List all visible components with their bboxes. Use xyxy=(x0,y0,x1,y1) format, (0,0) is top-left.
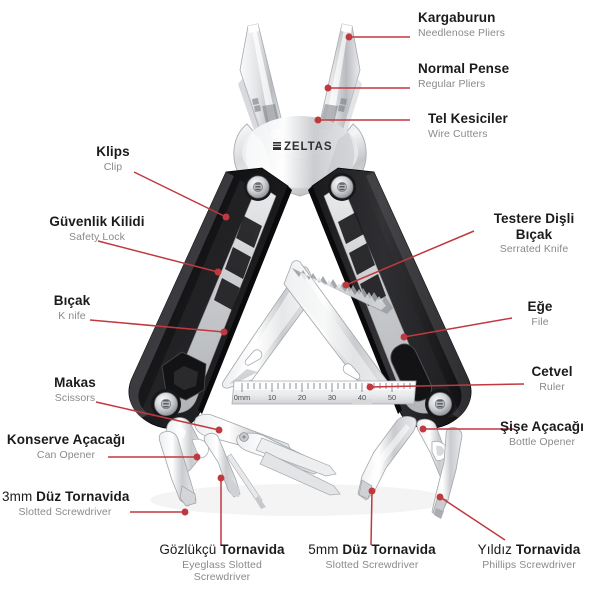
callout-title: Bıçak xyxy=(53,293,91,308)
callout-title-light: Gözlükçü xyxy=(159,542,217,557)
callout-ruler: Cetvel Ruler xyxy=(524,364,580,393)
callout-safety-lock: Güvenlik Kilidi Safety Lock xyxy=(32,214,162,243)
callout-subtitle: Phillips Screwdriver xyxy=(482,558,576,571)
callout-title: Makas xyxy=(54,375,96,390)
callout-subtitle: Eyeglass Slotted Screwdriver xyxy=(156,559,288,585)
callout-title: Eğe xyxy=(527,299,553,314)
callout-slotted-screwdriver-3mm: 3mm Düz Tornavida Slotted Screwdriver xyxy=(2,489,130,518)
callout-title: 3mm Düz Tornavida xyxy=(2,489,130,505)
callout-title: Kargaburun xyxy=(418,10,496,25)
svg-text:20: 20 xyxy=(298,393,306,402)
serrated-knife xyxy=(283,260,399,401)
svg-text:ZELTAS: ZELTAS xyxy=(284,141,332,153)
plier-jaws xyxy=(238,23,362,153)
callout-title: Normal Pense xyxy=(418,61,510,76)
callout-subtitle: Can Opener xyxy=(36,448,96,461)
callout-file: Eğe File xyxy=(512,299,568,328)
svg-text:0mm: 0mm xyxy=(234,393,250,402)
callout-subtitle-line2: Screwdriver xyxy=(193,571,251,584)
callout-title-bold: Düz Tornavida xyxy=(36,489,130,504)
callout-subtitle: Clip xyxy=(103,160,123,173)
callout-title: Cetvel xyxy=(531,364,573,379)
ruler-tool: 0mm 10 20 30 40 50 xyxy=(231,380,417,405)
callout-title-light: Yıldız xyxy=(477,542,513,557)
callout-scissors: Makas Scissors xyxy=(30,375,120,404)
callout-phillips-screwdriver: Yıldız Tornavida Phillips Screwdriver xyxy=(464,542,594,571)
callout-subtitle: Slotted Screwdriver xyxy=(18,505,112,518)
callout-can-opener: Konserve Açacağı Can Opener xyxy=(4,432,128,461)
slotted-screwdriver-3mm-tool xyxy=(158,431,197,507)
callout-title: Tel Kesiciler xyxy=(428,111,508,126)
callout-title: Klips xyxy=(96,144,130,159)
callout-subtitle: Bottle Opener xyxy=(508,435,576,448)
callout-title: Şişe Açacağı xyxy=(500,419,584,434)
callout-wire-cutters: Tel Kesiciler Wire Cutters xyxy=(428,111,508,140)
callout-subtitle: Ruler xyxy=(539,380,565,393)
callout-subtitle: Slotted Screwdriver xyxy=(325,558,419,571)
callout-title: 5mm Düz Tornavida xyxy=(308,542,436,558)
callout-title-bold: Tornavida xyxy=(220,542,285,557)
callout-subtitle: Wire Cutters xyxy=(428,127,488,140)
eyeglass-screwdriver-tool xyxy=(203,432,266,509)
callout-title-bold: Tornavida xyxy=(515,542,581,557)
callout-title-light: 3mm xyxy=(2,489,33,504)
callout-title-line1: Testere Dişli xyxy=(493,211,575,226)
svg-text:40: 40 xyxy=(358,393,366,402)
brand-logo: ZELTAS xyxy=(273,141,332,153)
callout-eyeglass-screwdriver: Gözlükçü Tornavida Eyeglass Slotted Scre… xyxy=(156,542,288,584)
callout-title-light: 5mm xyxy=(308,542,339,557)
callout-serrated-knife: Testere Dişli Bıçak Serrated Knife xyxy=(478,211,590,256)
callout-bottle-opener: Şişe Açacağı Bottle Opener xyxy=(490,419,594,448)
svg-text:30: 30 xyxy=(328,393,336,402)
callout-regular-pliers: Normal Pense Regular Pliers xyxy=(418,61,509,90)
svg-text:10: 10 xyxy=(268,393,276,402)
callout-subtitle-line1: Eyeglass Slotted xyxy=(182,558,262,571)
callout-title: Güvenlik Kilidi xyxy=(49,214,145,229)
callout-title-bold: Düz Tornavida xyxy=(342,542,436,557)
callout-subtitle: Needlenose Pliers xyxy=(418,26,505,39)
callout-subtitle: K nife xyxy=(58,309,86,322)
callout-subtitle: Scissors xyxy=(54,391,96,404)
callout-subtitle: Safety Lock xyxy=(69,230,125,243)
callout-subtitle: Serrated Knife xyxy=(499,243,569,256)
callout-title: Gözlükçü Tornavida xyxy=(156,542,288,558)
callout-knife: Bıçak K nife xyxy=(34,293,110,322)
callout-title: Konserve Açacağı xyxy=(6,432,126,447)
callout-subtitle: File xyxy=(531,315,549,328)
ruler-tick-labels: 0mm 10 20 30 40 50 xyxy=(234,393,396,402)
callout-needlenose-pliers: Kargaburun Needlenose Pliers xyxy=(418,10,505,39)
callout-title-line2: Bıçak xyxy=(515,226,553,242)
callout-subtitle: Regular Pliers xyxy=(418,77,486,90)
svg-text:50: 50 xyxy=(388,393,396,402)
callout-title: Yıldız Tornavida xyxy=(464,542,594,558)
callout-clip: Klips Clip xyxy=(78,144,148,173)
callout-slotted-screwdriver-5mm: 5mm Düz Tornavida Slotted Screwdriver xyxy=(308,542,436,571)
callout-title: Testere Dişli Bıçak xyxy=(478,211,590,242)
